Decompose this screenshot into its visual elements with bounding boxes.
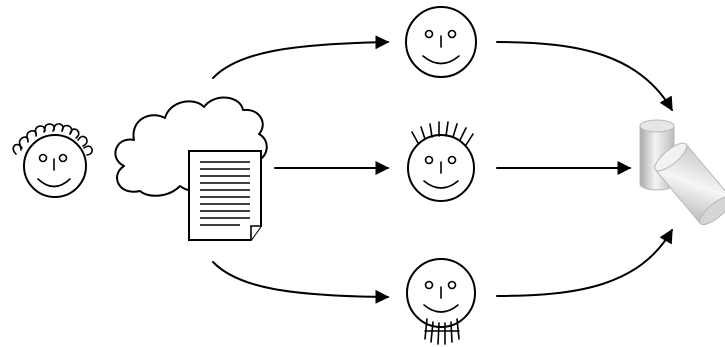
- edges-document-to-reviewers: [212, 35, 390, 304]
- reviewer-bottom-bearded-face-icon: [406, 258, 476, 345]
- document-icon: [188, 150, 262, 241]
- arrow-reviewer-bottom-to-storage: [496, 228, 673, 297]
- reviewer-top-smiley-face-icon: [405, 6, 477, 78]
- edges-reviewers-to-storage: [496, 41, 673, 297]
- storage-cylinders-icon: [639, 119, 725, 226]
- arrow-document-to-reviewer-bottom: [212, 261, 390, 304]
- reviewer-middle-spiky-hair-face-icon: [407, 121, 475, 202]
- author-curly-hair-face-icon: [12, 123, 93, 198]
- arrow-document-to-reviewer-top: [212, 35, 390, 79]
- arrow-reviewer-top-to-storage: [496, 41, 673, 112]
